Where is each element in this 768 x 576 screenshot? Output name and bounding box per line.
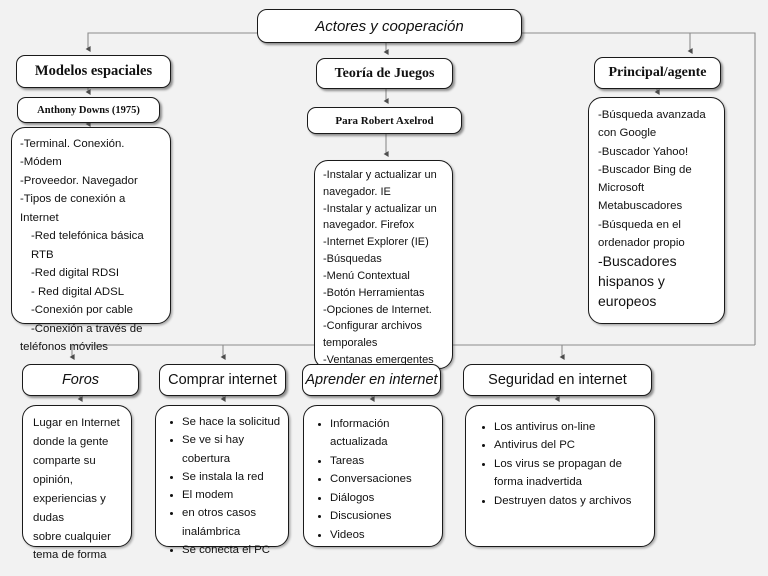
- node-aprender-en-internet-label: Aprender en internet: [305, 372, 438, 388]
- detail-line-emphasis: hispanos y: [598, 272, 665, 289]
- detail-line: -Búsqueda en el: [598, 218, 681, 231]
- detail-line: -Red digital RDSI: [31, 267, 119, 280]
- detail-line: -Tipos de conexión a Internet: [20, 193, 126, 224]
- node-anthony-downs-label: Anthony Downs (1975): [37, 104, 140, 116]
- detail-line-emphasis: europeos: [598, 292, 657, 309]
- detail-box-foros[interactable]: Lugar en Internet donde la gente compart…: [22, 405, 132, 561]
- node-para-robert-axelrod-label: Para Robert Axelrod: [335, 114, 434, 127]
- node-teoria-de-juegos-label: Teoría de Juegos: [334, 65, 435, 81]
- node-comprar-internet-label: Comprar internet: [168, 372, 277, 388]
- list-item: en otros casos inalámbrica: [182, 504, 284, 541]
- detail-line: -Módem: [20, 156, 62, 169]
- detail-line: navegador. Firefox: [323, 219, 415, 232]
- node-foros-label: Foros: [61, 372, 100, 388]
- node-principal-agente-label: Principal/agente: [608, 65, 707, 80]
- detail-line: -Configurar archivos: [323, 320, 423, 333]
- detail-line: sobre cualquier: [33, 530, 111, 543]
- detail-line: -Buscador Yahoo!: [598, 145, 689, 158]
- node-para-robert-axelrod[interactable]: Para Robert Axelrod: [307, 107, 462, 134]
- detail-line: Metabuscadores: [598, 200, 683, 213]
- node-actores-y-cooperacion[interactable]: Actores y cooperación: [257, 9, 522, 43]
- node-teoria-de-juegos[interactable]: Teoría de Juegos: [316, 58, 453, 89]
- detail-line: temporales: [323, 337, 378, 350]
- detail-box-modelos-espaciales[interactable]: -Terminal. Conexión. -Módem -Proveedor. …: [11, 127, 171, 353]
- node-foros[interactable]: Foros: [22, 364, 139, 396]
- detail-line: -Conexión a través de: [31, 322, 143, 335]
- detail-line: -Búsquedas: [323, 253, 382, 266]
- list-item: Videos: [330, 526, 438, 544]
- detail-line: tema de forma: [33, 549, 107, 562]
- list-item: El modem: [182, 486, 284, 504]
- detail-line-emphasis: -Buscadores: [598, 253, 677, 269]
- list-item: Destruyen datos y archivos: [494, 492, 650, 510]
- detail-line: donde la gente: [33, 435, 109, 448]
- detail-box-comprar-internet[interactable]: Se hace la solicitud Se ve si hay cobert…: [155, 405, 289, 556]
- detail-line: -Proveedor. Navegador: [20, 174, 138, 187]
- detail-line: -Internet Explorer (IE): [323, 236, 429, 249]
- bullet-list: Se hace la solicitud Se ve si hay cobert…: [160, 413, 284, 559]
- detail-line: Lugar en Internet: [33, 417, 120, 429]
- detail-line: con Google: [598, 127, 657, 140]
- detail-line: -Red telefónica básica RTB: [31, 230, 144, 261]
- detail-line: - Red digital ADSL: [31, 285, 125, 298]
- detail-line: -Buscador Bing de: [598, 163, 692, 176]
- bullet-list: Los antivirus on-line Antivirus del PC L…: [472, 418, 650, 510]
- bullet-list: Información actualizada Tareas Conversac…: [308, 415, 438, 544]
- detail-line: teléfonos móviles: [20, 341, 109, 354]
- list-item: Información actualizada: [330, 415, 438, 452]
- detail-line: opinión,: [33, 473, 73, 486]
- detail-line: comparte su: [33, 454, 96, 467]
- detail-line: experiencias y dudas: [33, 492, 106, 524]
- list-item: Se ve si hay cobertura: [182, 431, 284, 468]
- detail-box-principal-agente[interactable]: -Búsqueda avanzada con Google -Buscador …: [588, 97, 725, 324]
- detail-line: Microsoft: [598, 182, 645, 194]
- list-item: Discusiones: [330, 507, 438, 525]
- detail-line: ordenador propio: [598, 236, 685, 249]
- node-aprender-en-internet[interactable]: Aprender en internet: [302, 364, 441, 396]
- node-title-label: Actores y cooperación: [315, 17, 464, 35]
- detail-line: -Instalar y actualizar un: [323, 169, 437, 181]
- list-item: Los virus se propagan de forma inadverti…: [494, 455, 650, 492]
- detail-line: -Opciones de Internet.: [323, 303, 432, 316]
- node-seguridad-en-internet[interactable]: Seguridad en internet: [463, 364, 652, 396]
- detail-box-aprender-en-internet-list[interactable]: Información actualizada Tareas Conversac…: [303, 405, 443, 547]
- list-item: Se hace la solicitud: [182, 413, 284, 431]
- list-item: Diálogos: [330, 489, 438, 507]
- detail-line: -Búsqueda avanzada: [598, 109, 706, 121]
- detail-line: -Terminal. Conexión.: [20, 138, 125, 150]
- node-modelos-espaciales[interactable]: Modelos espaciales: [16, 55, 171, 88]
- list-item: Se conecta el PC: [182, 541, 284, 559]
- detail-line: -Conexión por cable: [31, 304, 133, 317]
- detail-line: -Botón Herramientas: [323, 286, 425, 299]
- node-anthony-downs[interactable]: Anthony Downs (1975): [17, 97, 160, 123]
- node-modelos-espaciales-label: Modelos espaciales: [34, 63, 153, 79]
- list-item: Conversaciones: [330, 470, 438, 488]
- node-comprar-internet[interactable]: Comprar internet: [159, 364, 286, 396]
- node-seguridad-en-internet-label: Seguridad en internet: [488, 372, 627, 388]
- detail-line: -Instalar y actualizar un: [323, 202, 437, 215]
- detail-line: -Ventanas emergentes: [323, 354, 434, 367]
- list-item: Los antivirus on-line: [494, 418, 650, 436]
- detail-box-seguridad-en-internet[interactable]: Los antivirus on-line Antivirus del PC L…: [465, 405, 655, 547]
- node-principal-agente[interactable]: Principal/agente: [594, 57, 721, 89]
- detail-line: -Menú Contextual: [323, 269, 410, 282]
- list-item: Tareas: [330, 452, 438, 470]
- detail-box-aprender-en-internet[interactable]: -Instalar y actualizar un navegador. IE …: [314, 160, 453, 369]
- list-item: Antivirus del PC: [494, 436, 650, 454]
- detail-line: navegador. IE: [323, 185, 391, 198]
- list-item: Se instala la red: [182, 468, 284, 486]
